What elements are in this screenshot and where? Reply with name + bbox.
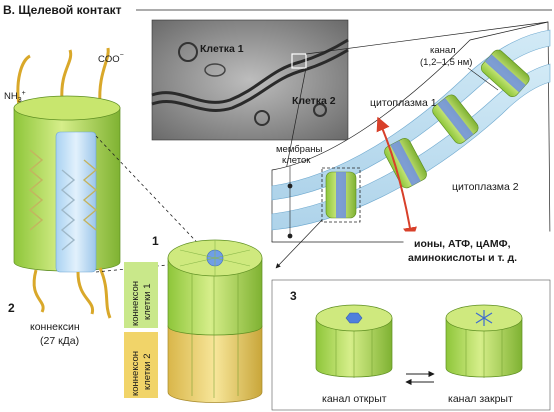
channel-pointer xyxy=(467,67,499,91)
membranes-dot-2 xyxy=(287,233,293,239)
connexon-cell2-label-box xyxy=(124,332,158,398)
channel-label-line2: (1,2–1,5 нм) xyxy=(420,57,472,68)
states-panel: 3 канал открыт канал закр xyxy=(271,279,551,411)
cytoplasm2-label: цитоплазма 2 xyxy=(452,181,519,193)
closed-label: канал закрыт xyxy=(448,393,513,405)
connexin-tail-c xyxy=(98,47,110,105)
electron-micrograph: Клетка 1 Клетка 2 xyxy=(151,19,349,141)
connexin-number: 2 xyxy=(8,301,15,315)
states-number: 3 xyxy=(290,289,297,303)
connexon-cell1-line1: коннексон xyxy=(130,281,141,326)
connexon-cell2-line1: коннексон xyxy=(130,351,141,396)
zoom-arrow-connexon xyxy=(275,219,323,269)
membrane-channel-4 xyxy=(480,49,530,97)
coo-label: COO− xyxy=(98,52,124,65)
membrane-channel-3 xyxy=(432,94,479,144)
channel-label-line1: канал xyxy=(430,45,456,56)
cytoplasm1-label: цитоплазма 1 xyxy=(370,97,437,109)
connexon-number: 1 xyxy=(152,234,159,248)
membranes-dot-1 xyxy=(287,183,293,189)
nh3-label: NH3+ xyxy=(4,90,26,104)
connexon-closed xyxy=(445,304,523,378)
membranes-label-line1: мембраны xyxy=(276,144,322,155)
connexin-mass: (27 кДа) xyxy=(40,335,79,347)
connexon-cell1-line2: клетки 1 xyxy=(142,283,153,320)
header-title: B. Щелевой контакт xyxy=(3,3,122,17)
connexon-open xyxy=(315,304,393,378)
ions-label-line1: ионы, АТФ, цАМФ, xyxy=(414,238,511,250)
micrograph-focus-box xyxy=(291,53,307,69)
membranes-label-line2: клеток xyxy=(282,155,311,166)
membrane-channel-1 xyxy=(321,167,361,223)
connexin-molecule xyxy=(13,47,121,319)
ions-box xyxy=(403,231,551,269)
connexon-cell1-label-box xyxy=(124,262,158,328)
micrograph-cell1-label: Клетка 1 xyxy=(200,43,244,55)
micrograph-cell2-label: Клетка 2 xyxy=(292,95,336,107)
connexon-cell2-line2: клетки 2 xyxy=(142,353,153,390)
connexon-stack xyxy=(167,239,263,403)
transport-arrow xyxy=(376,116,417,242)
membrane-panel: канал (1,2–1,5 нм) цитоплазма 1 цитоплаз… xyxy=(271,21,551,243)
open-label: канал открыт xyxy=(322,393,387,405)
connexin-name: коннексин xyxy=(30,321,80,333)
zoom-line-top xyxy=(305,21,549,55)
ions-label-line2: аминокислоты и т. д. xyxy=(408,252,517,264)
